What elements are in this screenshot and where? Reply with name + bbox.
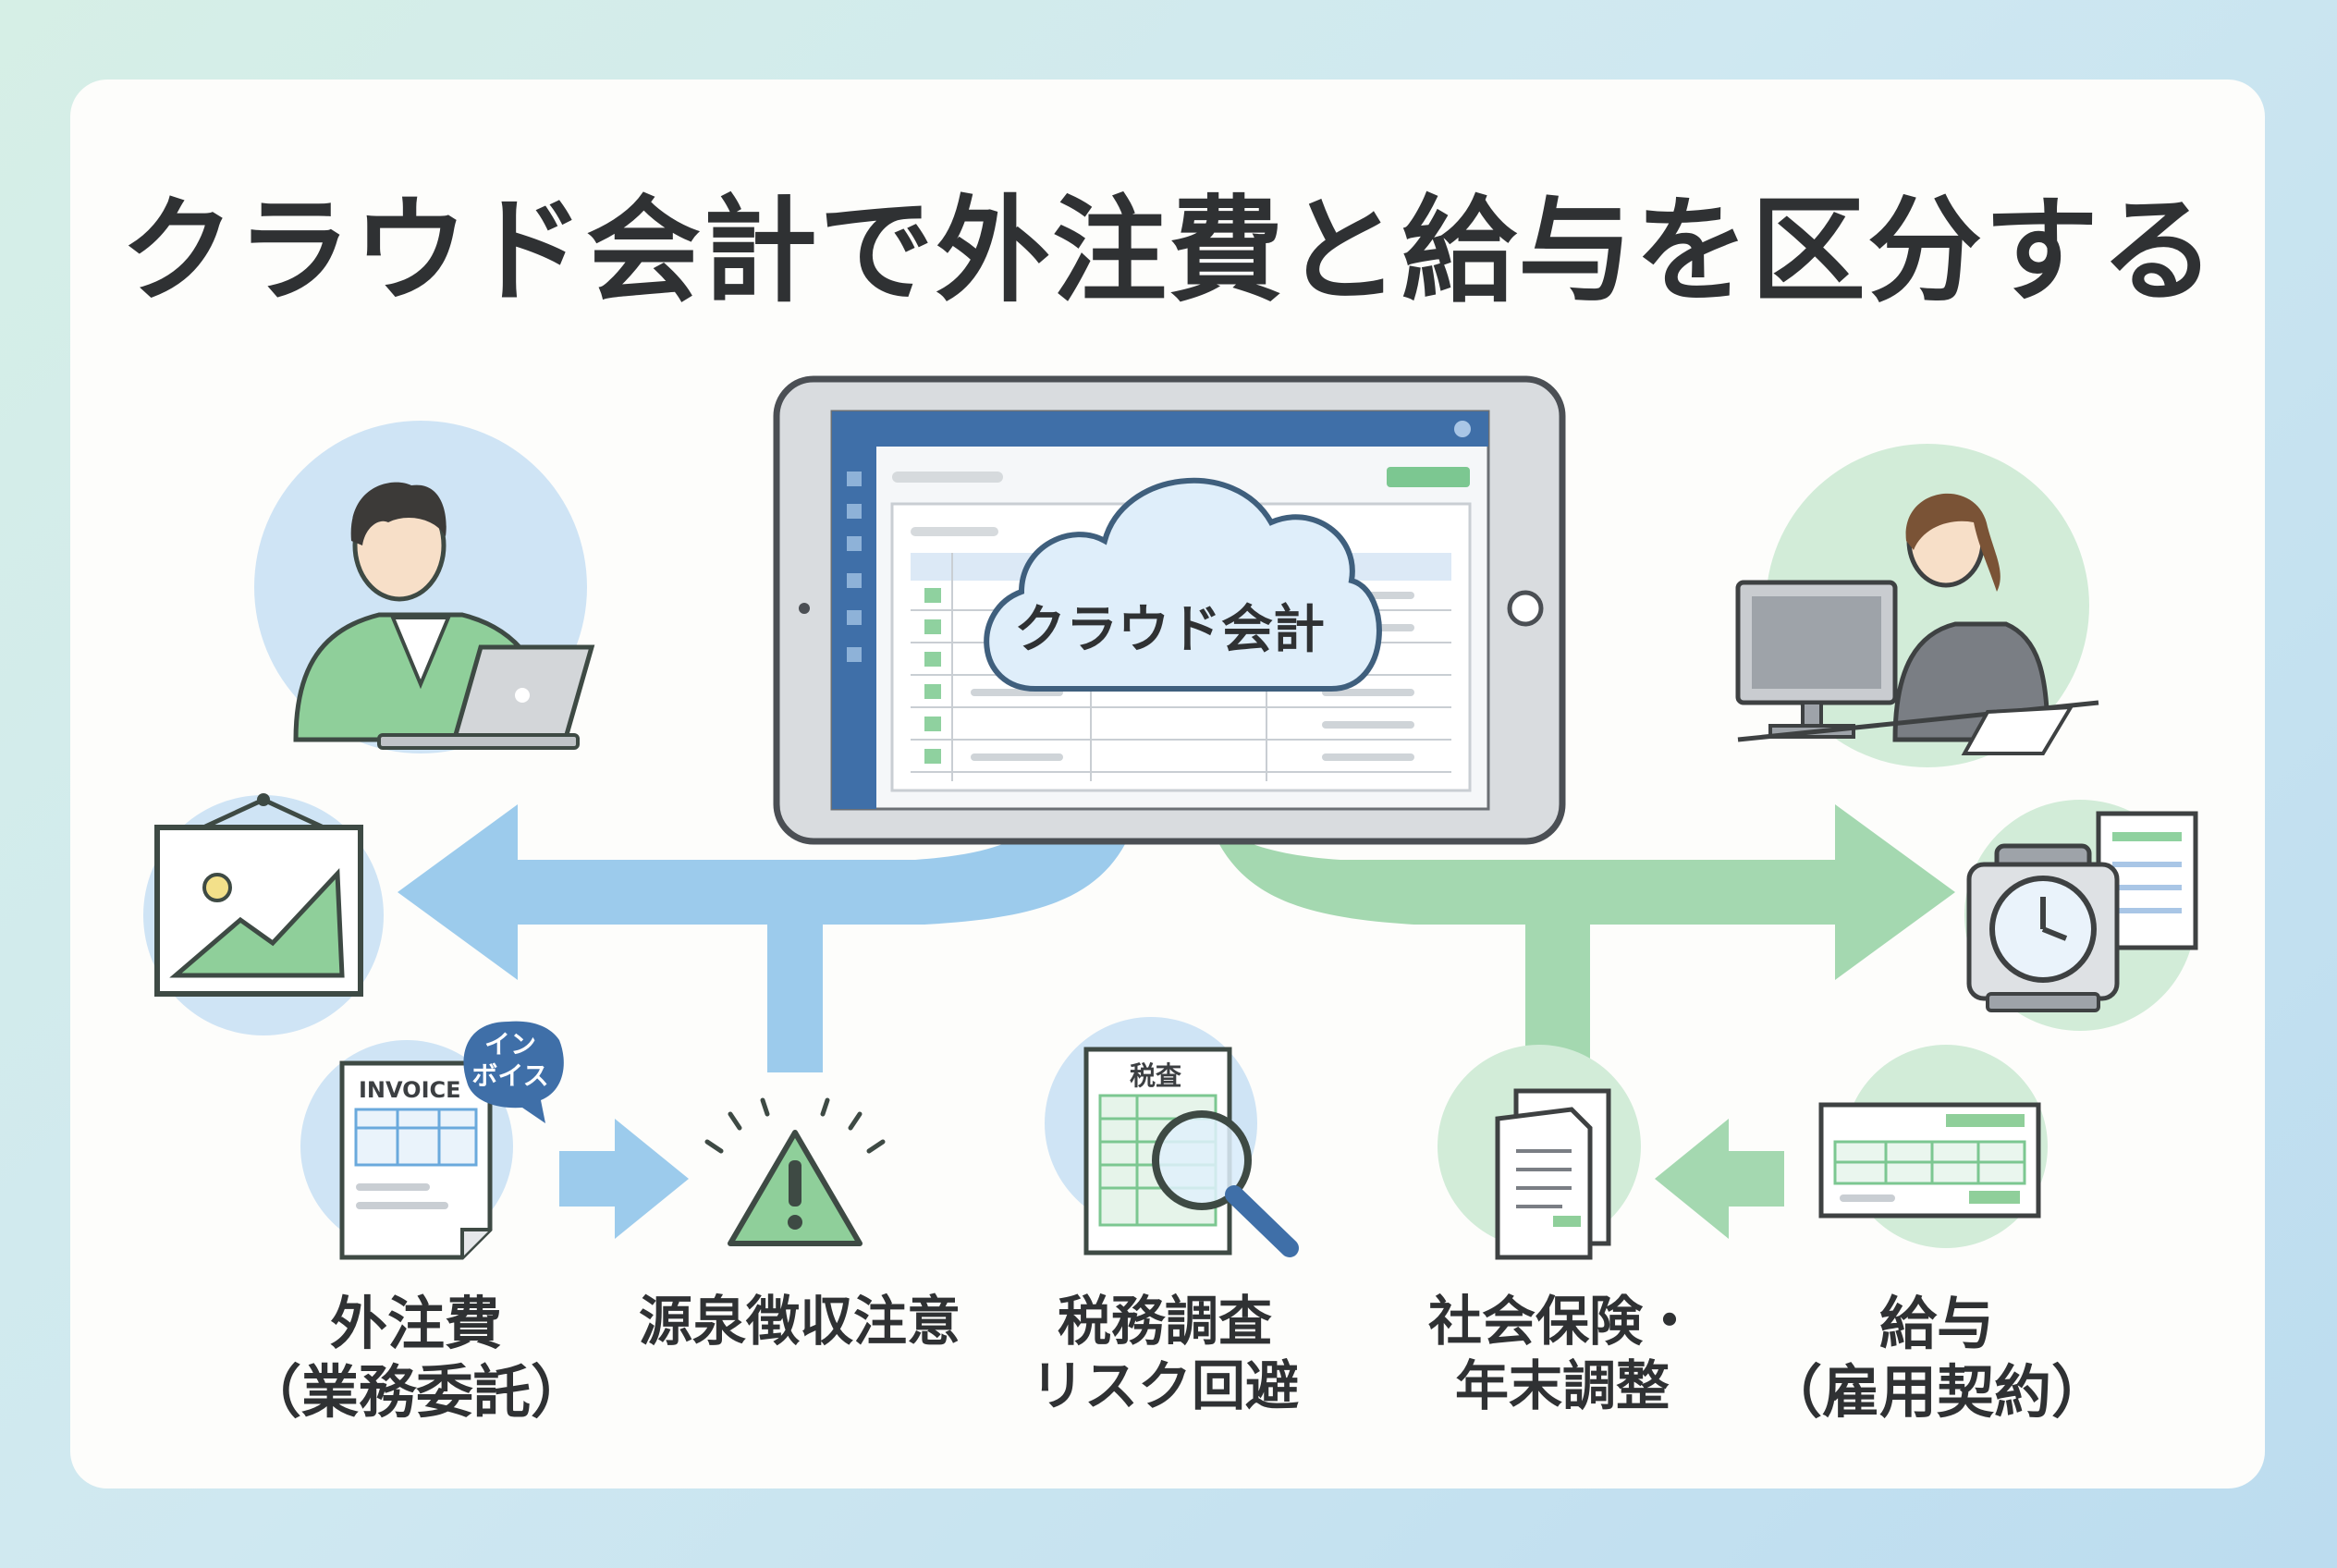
invoice-badge-bubble bbox=[463, 1021, 564, 1123]
invoice-illustration bbox=[300, 1021, 564, 1260]
page-title: クラウド会計で外注費と給与を区分する bbox=[119, 185, 2217, 318]
tax-audit-illustration bbox=[1045, 1017, 1299, 1257]
label-social-insurance-line2: 年末調整 bbox=[1454, 1354, 1670, 1417]
label-outsourcing: 外注費 （業務委託） bbox=[231, 1290, 601, 1427]
warning-illustration bbox=[704, 1097, 886, 1246]
label-outsourcing-line1: 外注費 bbox=[329, 1290, 502, 1357]
invoice-badge: イン ボイス bbox=[459, 1029, 561, 1091]
label-social-insurance: 社会保険・ 年末調整 bbox=[1377, 1290, 1747, 1418]
label-social-insurance-line1: 社会保険・ bbox=[1427, 1290, 1696, 1353]
small-arrow-to-warning bbox=[559, 1119, 689, 1239]
label-withholding: 源泉徴収注意 bbox=[606, 1290, 994, 1354]
invoice-badge-line2: ボイス bbox=[471, 1060, 549, 1091]
label-salary: 給与 （雇用契約） bbox=[1752, 1290, 2122, 1427]
label-salary-line1: 給与 bbox=[1878, 1290, 1994, 1357]
freelancer-illustration bbox=[254, 421, 595, 753]
green-flow-arrow bbox=[1183, 703, 1955, 1072]
time-clock-illustration bbox=[1964, 800, 2198, 1031]
label-withholding-line1: 源泉徴収注意 bbox=[638, 1290, 960, 1353]
label-tax-audit-line2: リスク回避 bbox=[1030, 1354, 1299, 1417]
employee-illustration bbox=[1735, 444, 2099, 767]
invoice-word: INVOICE bbox=[359, 1077, 461, 1103]
cloud-shape bbox=[984, 478, 1382, 692]
cloud-accounting-label: クラウド会計 bbox=[1014, 600, 1325, 660]
payslip-illustration bbox=[1818, 1045, 2048, 1248]
invoice-badge-line1: イン bbox=[483, 1029, 536, 1060]
label-salary-line2: （雇用契約） bbox=[1764, 1358, 2109, 1427]
blue-flow-arrow bbox=[398, 703, 1151, 1072]
small-arrow-to-social bbox=[1655, 1119, 1784, 1239]
label-tax-audit: 税務調査 リスク回避 bbox=[980, 1290, 1350, 1418]
documents-illustration bbox=[1438, 1045, 1641, 1260]
audit-doc-word: 税査 bbox=[1130, 1060, 1182, 1091]
label-outsourcing-line2: （業務委託） bbox=[243, 1358, 588, 1427]
label-tax-audit-line1: 税務調査 bbox=[1057, 1290, 1272, 1353]
chart-board-illustration bbox=[143, 793, 384, 1035]
